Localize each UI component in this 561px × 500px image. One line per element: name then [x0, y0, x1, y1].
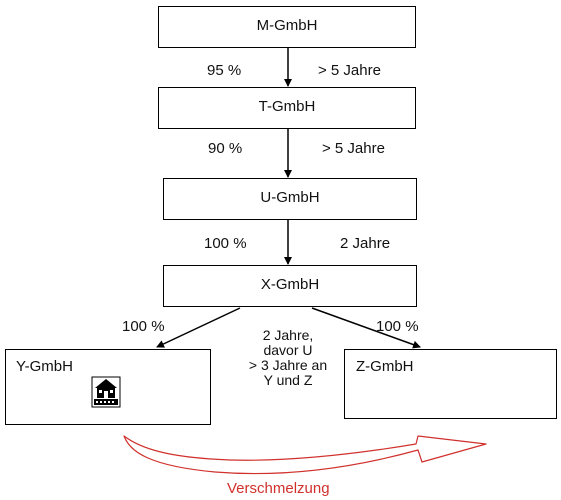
- arrow-x-to-y: [156, 307, 241, 348]
- node-x-gmbh: X-GmbH: [163, 265, 417, 307]
- node-y-gmbh: Y-GmbH: [5, 349, 211, 425]
- holding-note-line: Y und Z: [263, 372, 313, 388]
- node-t-gmbh: T-GmbH: [158, 87, 416, 129]
- node-m-gmbh: M-GmbH: [158, 6, 416, 48]
- merge-arrow: [123, 435, 487, 475]
- holding-note-line: > 3 Jahre an: [248, 357, 328, 373]
- node-z-gmbh-label: Z-GmbH: [356, 358, 414, 375]
- edge-x-z-share: 100 %: [376, 318, 419, 335]
- node-x-gmbh-label: X-GmbH: [260, 276, 320, 293]
- holding-note-line: davor U: [263, 342, 313, 358]
- node-u-gmbh: U-GmbH: [163, 178, 417, 220]
- node-u-gmbh-label: U-GmbH: [260, 189, 320, 206]
- node-t-gmbh-label: T-GmbH: [258, 98, 316, 115]
- arrow-x-to-z: [311, 307, 421, 349]
- edge-u-x-duration: 2 Jahre: [340, 235, 391, 252]
- house-icon: [91, 376, 121, 408]
- edge-m-t-duration: > 5 Jahre: [318, 62, 381, 79]
- edge-x-y-share: 100 %: [122, 318, 165, 335]
- node-m-gmbh-label: M-GmbH: [256, 17, 318, 34]
- node-y-gmbh-label: Y-GmbH: [16, 358, 73, 375]
- merge-label: Verschmelzung: [227, 480, 330, 497]
- holding-note-line: 2 Jahre,: [262, 327, 314, 343]
- edge-t-u-share: 90 %: [208, 140, 243, 157]
- holding-note: 2 Jahre, davor U > 3 Jahre an Y und Z: [226, 328, 350, 388]
- edge-m-t-share: 95 %: [207, 62, 242, 79]
- edge-u-x-share: 100 %: [204, 235, 247, 252]
- node-z-gmbh: Z-GmbH: [344, 349, 557, 419]
- edge-t-u-duration: > 5 Jahre: [322, 140, 385, 157]
